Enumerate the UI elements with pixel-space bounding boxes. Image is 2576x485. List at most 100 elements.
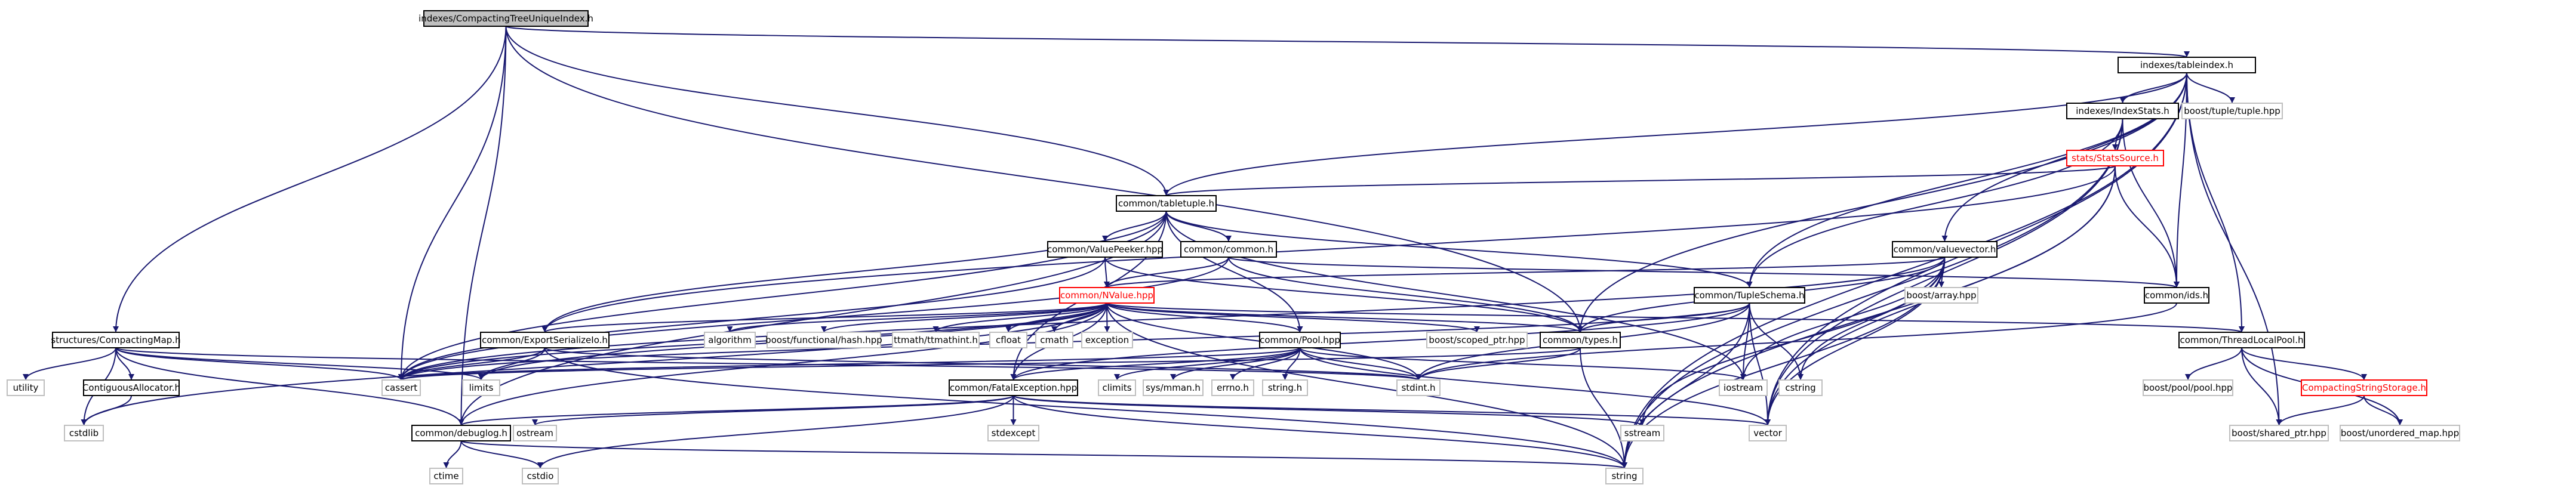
node-box[interactable] <box>2144 287 2209 304</box>
node-box[interactable] <box>462 379 500 396</box>
node-sys-mman-h[interactable]: sys/mman.h <box>1143 379 1204 396</box>
node-boost-array-hpp[interactable]: boost/array.hpp <box>1904 287 1978 304</box>
node-box[interactable] <box>1605 468 1644 484</box>
node-box[interactable] <box>1059 287 1155 304</box>
node-cmath[interactable]: cmath <box>1035 332 1073 348</box>
node-box[interactable] <box>7 379 45 396</box>
node-common-debuglog-h[interactable]: common/debuglog.h <box>411 425 511 441</box>
node-box[interactable] <box>429 468 463 484</box>
node-boost-unordered-map-hpp[interactable]: boost/unordered_map.hpp <box>2340 425 2460 441</box>
node-boost-functional-hash-hpp[interactable]: boost/functional/hash.hpp <box>765 332 882 348</box>
node-box[interactable] <box>1143 379 1204 396</box>
node-box[interactable] <box>1778 379 1823 396</box>
node-common-threadlocalpool-h[interactable]: common/ThreadLocalPool.h <box>2178 332 2305 348</box>
node-box[interactable] <box>522 468 559 484</box>
node-stdint-h[interactable]: stdint.h <box>1396 379 1441 396</box>
node-vector[interactable]: vector <box>1749 425 1787 441</box>
node-box[interactable] <box>2143 379 2233 396</box>
node-box[interactable] <box>949 379 1078 396</box>
node-indexes-indexstats-h[interactable]: indexes/IndexStats.h <box>2066 103 2179 119</box>
node-common-pool-hpp[interactable]: common/Pool.hpp <box>1259 332 1341 348</box>
node-common-valuevector-h[interactable]: common/valuevector.h <box>1892 241 1998 258</box>
node-indexes-compactingtreeuniqueindex-h[interactable]: indexes/CompactingTreeUniqueIndex.h <box>418 10 593 27</box>
node-compactingstringstorage-h[interactable]: CompactingStringStorage.h <box>2301 379 2427 396</box>
node-algorithm[interactable]: algorithm <box>704 332 756 348</box>
node-common-tupleschema-h[interactable]: common/TupleSchema.h <box>1694 287 1805 304</box>
node-box[interactable] <box>1211 379 1254 396</box>
node-common-valuepeeker-hpp[interactable]: common/ValuePeeker.hpp <box>1047 241 1163 258</box>
node-common-ids-h[interactable]: common/ids.h <box>2144 287 2209 304</box>
node-common-exportserializeio-h[interactable]: common/ExportSerializeIo.h <box>480 332 610 348</box>
node-box[interactable] <box>2178 332 2305 348</box>
node-iostream[interactable]: iostream <box>1719 379 1768 396</box>
node-box[interactable] <box>423 10 589 27</box>
node-sstream[interactable]: sstream <box>1620 425 1664 441</box>
node-boost-pool-pool-hpp[interactable]: boost/pool/pool.hpp <box>2143 379 2233 396</box>
node-box[interactable] <box>64 425 104 441</box>
node-box[interactable] <box>1047 241 1163 258</box>
node-box[interactable] <box>2229 425 2329 441</box>
node-errno-h[interactable]: errno.h <box>1211 379 1254 396</box>
node-box[interactable] <box>83 379 180 396</box>
node-box[interactable] <box>704 332 756 348</box>
node-stdexcept[interactable]: stdexcept <box>987 425 1039 441</box>
node-box[interactable] <box>987 425 1039 441</box>
node-cstdlib[interactable]: cstdlib <box>64 425 104 441</box>
node-box[interactable] <box>1620 425 1664 441</box>
node-box[interactable] <box>1098 379 1136 396</box>
node-box[interactable] <box>1694 287 1805 304</box>
node-contiguousallocator-h[interactable]: ContiguousAllocator.h <box>82 379 180 396</box>
node-box[interactable] <box>1904 287 1978 304</box>
node-box[interactable] <box>1749 425 1787 441</box>
node-box[interactable] <box>1035 332 1073 348</box>
node-box[interactable] <box>989 332 1027 348</box>
node-cstring[interactable]: cstring <box>1778 379 1823 396</box>
node-box[interactable] <box>1081 332 1133 348</box>
node-cfloat[interactable]: cfloat <box>989 332 1027 348</box>
node-boost-shared-ptr-hpp[interactable]: boost/shared_ptr.hpp <box>2229 425 2329 441</box>
node-limits[interactable]: limits <box>462 379 500 396</box>
node-cstdio[interactable]: cstdio <box>522 468 559 484</box>
node-ostream[interactable]: ostream <box>513 425 557 441</box>
node-common-tabletuple-h[interactable]: common/tabletuple.h <box>1116 195 1217 212</box>
node-box[interactable] <box>2066 103 2179 119</box>
node-boost-tuple-tuple-hpp[interactable]: boost/tuple/tuple.hpp <box>2181 103 2283 119</box>
node-box[interactable] <box>892 332 980 348</box>
node-box[interactable] <box>2301 379 2427 396</box>
node-string[interactable]: string <box>1605 468 1644 484</box>
node-box[interactable] <box>1892 241 1998 258</box>
node-box[interactable] <box>1426 332 1528 348</box>
node-box[interactable] <box>1719 379 1768 396</box>
node-box[interactable] <box>52 332 180 348</box>
node-common-nvalue-hpp[interactable]: common/NValue.hpp <box>1059 287 1155 304</box>
node-common-fatalexception-hpp[interactable]: common/FatalException.hpp <box>949 379 1078 396</box>
node-box[interactable] <box>1396 379 1441 396</box>
node-box[interactable] <box>480 332 610 348</box>
node-box[interactable] <box>767 332 881 348</box>
node-box[interactable] <box>1262 379 1308 396</box>
node-cassert[interactable]: cassert <box>381 379 421 396</box>
node-ttmath-ttmathint-h[interactable]: ttmath/ttmathint.h <box>892 332 980 348</box>
node-box[interactable] <box>2066 150 2164 166</box>
node-exception[interactable]: exception <box>1081 332 1133 348</box>
node-stats-statssource-h[interactable]: stats/StatsSource.h <box>2066 150 2164 166</box>
node-box[interactable] <box>381 379 421 396</box>
node-common-types-h[interactable]: common/types.h <box>1540 332 1621 348</box>
node-box[interactable] <box>513 425 557 441</box>
node-indexes-tableindex-h[interactable]: indexes/tableindex.h <box>2118 57 2256 73</box>
node-climits[interactable]: climits <box>1098 379 1136 396</box>
node-ctime[interactable]: ctime <box>429 468 463 484</box>
node-utility[interactable]: utility <box>7 379 45 396</box>
node-box[interactable] <box>2340 425 2460 441</box>
node-boost-scoped-ptr-hpp[interactable]: boost/scoped_ptr.hpp <box>1426 332 1528 348</box>
node-box[interactable] <box>2181 103 2283 119</box>
node-structures-compactingmap-h[interactable]: structures/CompactingMap.h <box>51 332 181 348</box>
node-box[interactable] <box>411 425 511 441</box>
node-string-h[interactable]: string.h <box>1262 379 1308 396</box>
node-box[interactable] <box>1259 332 1341 348</box>
node-box[interactable] <box>2118 57 2256 73</box>
node-box[interactable] <box>1180 241 1277 258</box>
node-box[interactable] <box>1540 332 1621 348</box>
node-box[interactable] <box>1116 195 1217 212</box>
node-common-common-h[interactable]: common/common.h <box>1180 241 1277 258</box>
